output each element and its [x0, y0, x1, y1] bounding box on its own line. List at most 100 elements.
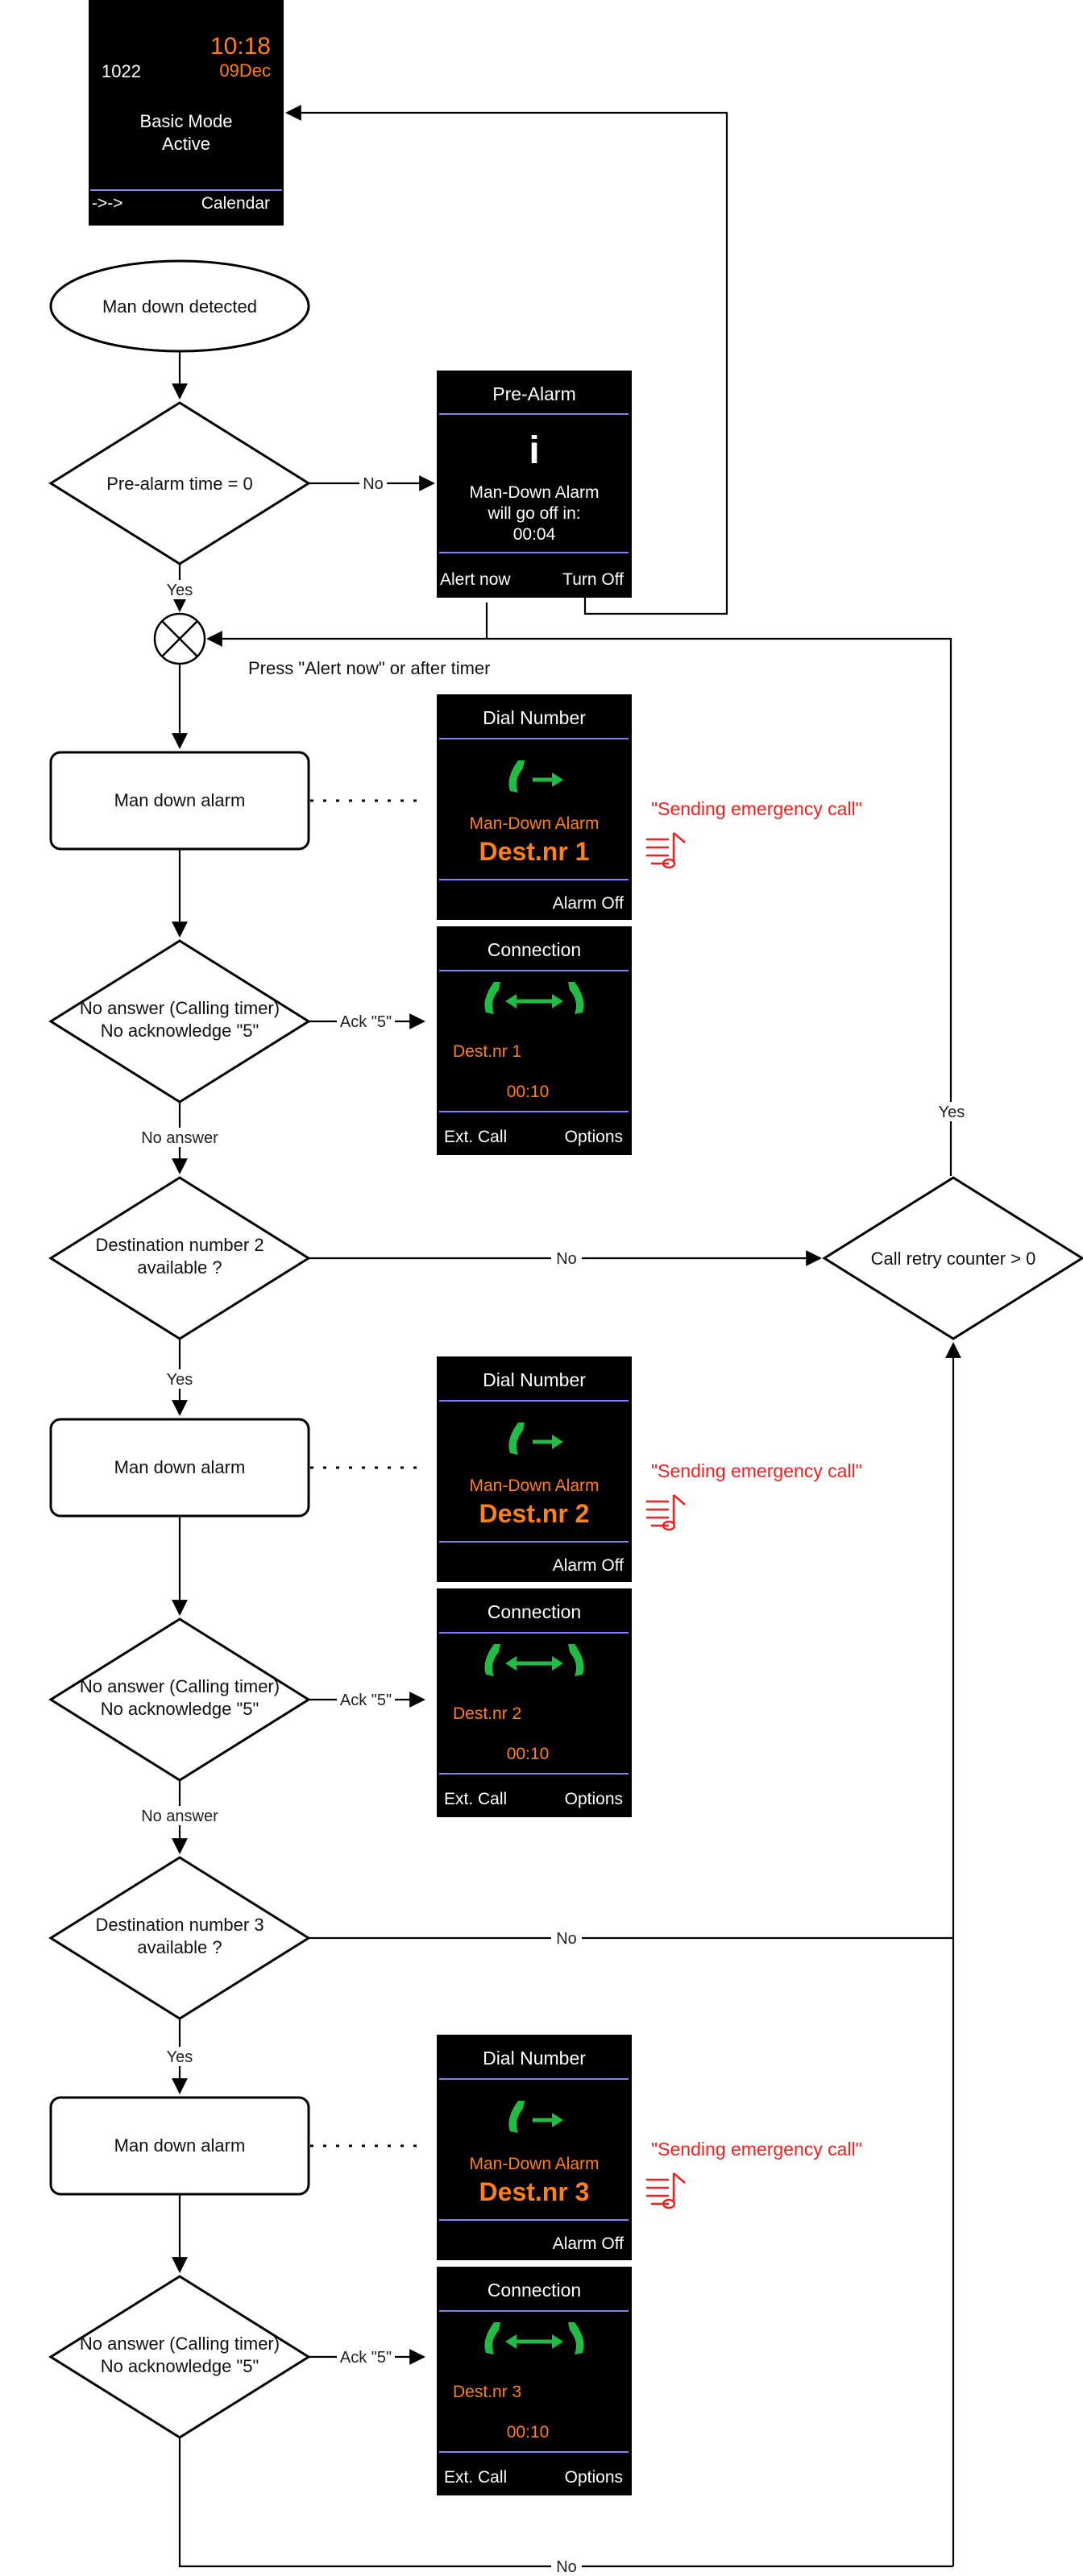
no-answer-2-line1: No answer (Calling timer)	[80, 1676, 280, 1696]
edge-label-yes-dest3: Yes	[167, 2048, 193, 2066]
home-status-line1: Basic Mode	[140, 111, 233, 131]
edge-label-ack5-3: Ack "5"	[340, 2349, 392, 2367]
prealarm-decision-label: Pre-alarm time = 0	[106, 474, 253, 494]
edge-label-yes-dest2: Yes	[167, 1371, 193, 1389]
dial-title-1: Dial Number	[483, 707, 586, 728]
dial-dest-2: Dest.nr 2	[479, 1499, 590, 1528]
dial-subtitle-3: Man-Down Alarm	[469, 2155, 599, 2173]
alarm-node-1: Man down alarm	[49, 751, 310, 851]
connection-dest-2: Dest.nr 2	[453, 1704, 521, 1723]
connection-screen-3: Connection Dest.nr 3 00:10 Ext. Call Opt…	[437, 2267, 632, 2495]
edge-label-no-answer-1: No answer	[141, 1129, 218, 1147]
prealarm-softkey-alert-now[interactable]: Alert now	[440, 570, 511, 589]
connection-timer-1: 00:10	[507, 1083, 550, 1101]
connected-call-icon	[484, 982, 584, 1014]
alarm-node-1-label: Man down alarm	[114, 790, 246, 810]
home-number: 1022	[102, 61, 141, 81]
prealarm-title: Pre-Alarm	[492, 383, 576, 404]
home-date: 09Dec	[219, 60, 271, 81]
connection-softkey-ext-call-3[interactable]: Ext. Call	[444, 2468, 507, 2487]
junction-node	[153, 612, 206, 665]
no-answer-decision-3: No answer (Calling timer) No acknowledge…	[48, 2275, 311, 2439]
dial-dest-1: Dest.nr 1	[479, 837, 590, 866]
alarm-node-3-label: Man down alarm	[114, 2135, 246, 2156]
alarm-node-3: Man down alarm	[49, 2096, 310, 2196]
outgoing-call-icon	[508, 2101, 563, 2133]
edge-label-ack5-2: Ack "5"	[340, 1692, 392, 1709]
outgoing-call-icon	[508, 1423, 563, 1455]
prealarm-countdown: 00:04	[513, 525, 556, 544]
connected-call-icon	[484, 2322, 584, 2354]
no-answer-3-line2: No acknowledge "5"	[101, 2356, 259, 2376]
connection-timer-2: 00:10	[507, 1745, 550, 1763]
edge-noanswer3-no	[178, 2437, 953, 2568]
start-node: Man down detected	[49, 259, 310, 353]
connection-title-2: Connection	[488, 1601, 581, 1622]
prealarm-line2: will go off in:	[487, 504, 580, 523]
edge-label-no-final: No	[556, 2558, 577, 2576]
no-answer-decision-2: No answer (Calling timer) No acknowledge…	[48, 1617, 311, 1782]
dial-title-3: Dial Number	[483, 2048, 586, 2069]
dial-screen-3: Dial Number Man-Down Alarm Dest.nr 3 Ala…	[437, 2035, 632, 2260]
dial-screen-2: Dial Number Man-Down Alarm Dest.nr 2 Ala…	[437, 1356, 632, 1582]
edge-turnoff-home	[285, 105, 728, 615]
edge-label-yes-prealarm: Yes	[167, 582, 193, 599]
dest3-line1: Destination number 3	[95, 1915, 263, 1935]
alarm-sound-icon	[646, 832, 686, 869]
connection-screen-2: Connection Dest.nr 2 00:10 Ext. Call Opt…	[437, 1588, 632, 1817]
connection-softkey-options-3[interactable]: Options	[565, 2468, 623, 2487]
dial-softkey-alarm-off-3[interactable]: Alarm Off	[553, 2234, 624, 2253]
dial-softkey-alarm-off-1[interactable]: Alarm Off	[553, 894, 624, 913]
alarm-sound-icon	[646, 2172, 686, 2209]
start-label: Man down detected	[102, 296, 257, 317]
dest3-line2: available ?	[137, 1937, 222, 1957]
edge-label-ack5-1: Ack "5"	[340, 1013, 392, 1031]
sending-call-label-3: "Sending emergency call"	[651, 2139, 862, 2160]
prealarm-softkey-turn-off[interactable]: Turn Off	[562, 570, 624, 589]
home-softkey-right[interactable]: Calendar	[201, 194, 270, 213]
connection-title-3: Connection	[488, 2280, 581, 2301]
sending-call-label-1: "Sending emergency call"	[651, 798, 862, 819]
no-answer-2-line2: No acknowledge "5"	[101, 1699, 259, 1719]
edge-retry-yes-junction	[206, 631, 952, 1176]
sending-call-label-2: "Sending emergency call"	[651, 1460, 862, 1481]
retry-decision: Call retry counter > 0	[822, 1176, 1083, 1340]
edge-label-yes-retry: Yes	[939, 1104, 965, 1121]
connection-softkey-ext-call-1[interactable]: Ext. Call	[444, 1128, 507, 1146]
dial-title-2: Dial Number	[483, 1369, 586, 1390]
connected-call-icon	[484, 1644, 584, 1676]
home-softkey-left[interactable]: ->->	[92, 194, 123, 213]
info-icon: i	[529, 429, 539, 472]
no-answer-1-line2: No acknowledge "5"	[101, 1021, 259, 1041]
no-answer-3-line1: No answer (Calling timer)	[80, 2334, 280, 2354]
edge-label-no-dest2: No	[556, 1250, 577, 1268]
connection-dest-1: Dest.nr 1	[453, 1042, 521, 1061]
dial-subtitle-1: Man-Down Alarm	[469, 814, 599, 833]
dest3-decision: Destination number 3 available ?	[48, 1856, 311, 2020]
alarm-node-2-label: Man down alarm	[114, 1457, 246, 1477]
home-time: 10:18	[210, 33, 271, 60]
connection-softkey-ext-call-2[interactable]: Ext. Call	[444, 1790, 507, 1808]
dial-dest-3: Dest.nr 3	[479, 2177, 590, 2206]
outgoing-call-icon	[508, 760, 563, 793]
edge-label-no-answer-2: No answer	[141, 1808, 218, 1825]
edge-label-no-prealarm: No	[363, 475, 384, 493]
prealarm-decision: Pre-alarm time = 0	[48, 401, 311, 565]
alarm-sound-icon	[646, 1494, 686, 1531]
connection-dest-3: Dest.nr 3	[453, 2383, 521, 2401]
connection-softkey-options-2[interactable]: Options	[565, 1790, 623, 1808]
press-alert-label: Press "Alert now" or after timer	[248, 658, 490, 678]
dest2-line1: Destination number 2	[95, 1235, 263, 1255]
home-screen: 1022 10:18 09Dec Basic Mode Active ->-> …	[89, 0, 284, 226]
prealarm-screen: Pre-Alarm i Man-Down Alarm will go off i…	[437, 371, 632, 598]
connection-screen-1: Connection Dest.nr 1 00:10 Ext. Call Opt…	[437, 926, 632, 1155]
connection-softkey-options-1[interactable]: Options	[565, 1128, 623, 1146]
dest2-line2: available ?	[137, 1257, 222, 1278]
prealarm-line1: Man-Down Alarm	[469, 483, 599, 502]
dial-softkey-alarm-off-2[interactable]: Alarm Off	[553, 1556, 624, 1575]
edge-label-no-dest3: No	[556, 1930, 577, 1948]
dest2-decision: Destination number 2 available ?	[48, 1176, 311, 1340]
dial-subtitle-2: Man-Down Alarm	[469, 1476, 599, 1495]
dial-screen-1: Dial Number Man-Down Alarm Dest.nr 1 Ala…	[437, 694, 632, 920]
